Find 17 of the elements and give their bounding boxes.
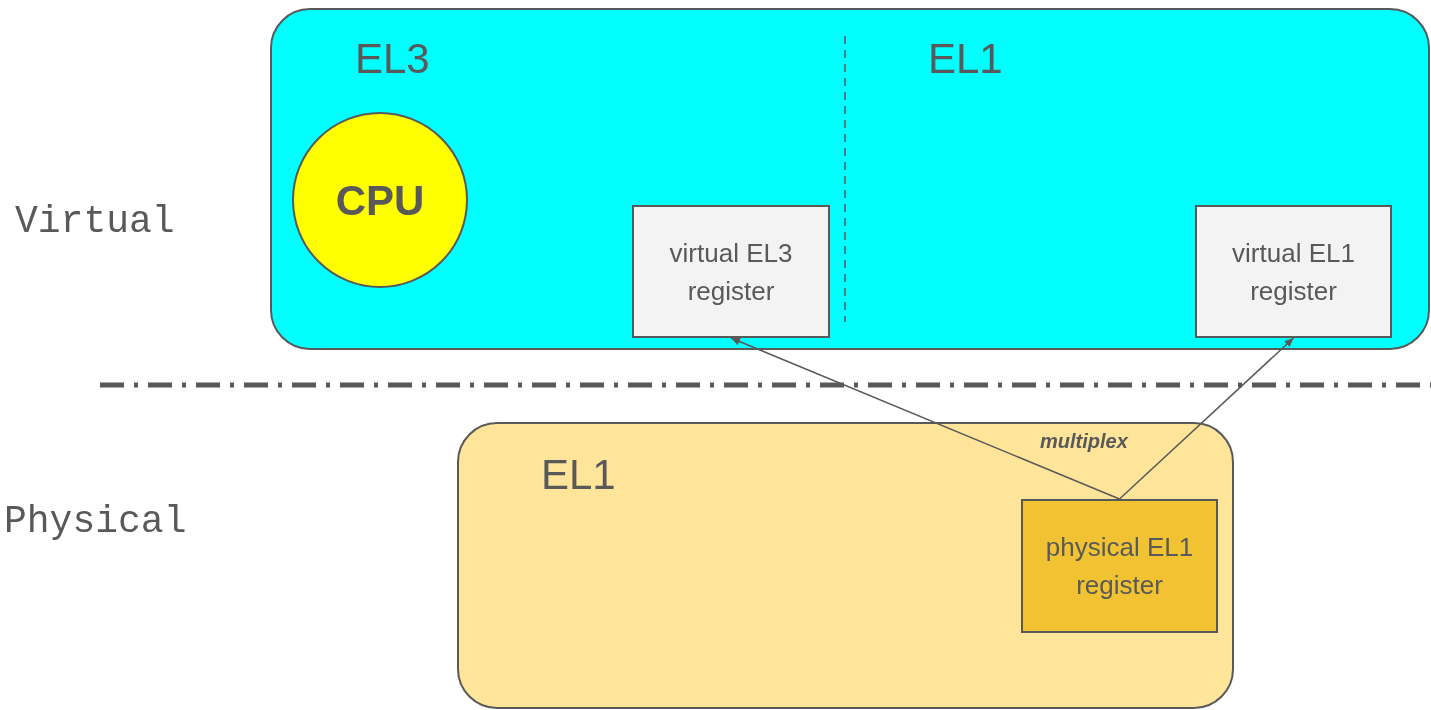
panel-heading: EL1 <box>541 454 616 496</box>
register-label: virtual EL1 register <box>1231 236 1356 308</box>
annotation-label: multiplex <box>1040 431 1128 451</box>
layer-label: Virtual <box>15 203 175 241</box>
register-label: virtual EL3 register <box>668 236 794 308</box>
arrow <box>1118 337 1295 500</box>
register-label: physical EL1 register <box>1044 531 1195 602</box>
arrow <box>730 337 1121 500</box>
virtual-panel <box>270 8 1430 350</box>
physical-panel <box>457 422 1234 709</box>
panel-heading: EL1 <box>928 38 1003 80</box>
register-box <box>632 205 830 338</box>
register-box <box>1195 205 1392 338</box>
layer-label: Physical <box>4 503 187 541</box>
register-box <box>1021 499 1218 633</box>
panel-heading: EL3 <box>355 38 430 80</box>
cpu-label: CPU <box>335 175 425 226</box>
